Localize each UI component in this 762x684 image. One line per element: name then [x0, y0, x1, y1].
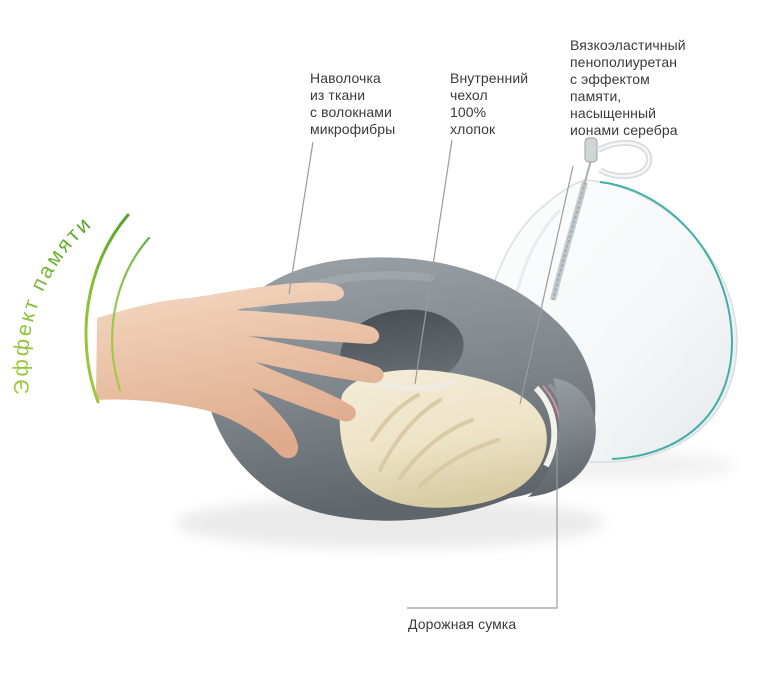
- zipper-pull: [584, 137, 598, 163]
- memory-effect-arcs: [84, 213, 151, 404]
- foam-hand-imprint: [370, 393, 500, 488]
- callout-line-pillowcase: [288, 141, 314, 295]
- callout-travel-bag-label: Дорожная сумка: [408, 616, 517, 632]
- callout-line-memory-foam: [519, 165, 574, 405]
- bag-loop-strap-highlight: [597, 141, 651, 178]
- callout-memory-foam-label: Вязкоэластичный пенополиуретан с эффекто…: [570, 37, 686, 138]
- zipper: [550, 137, 653, 301]
- callout-pillowcase-label: Наволочка из ткани с волокнами микрофибр…: [310, 70, 396, 137]
- memory-foam-graphic: [339, 369, 547, 508]
- callout-inner-cover-label: Внутренний чехол 100% хлопок: [450, 70, 529, 137]
- pillow-right-tip: [528, 378, 596, 497]
- hand-graphic: [96, 282, 384, 459]
- bag-teal-trim: [599, 181, 734, 460]
- cotton-liner-edge: [369, 377, 455, 392]
- foam-core: [339, 369, 547, 508]
- inner-cover-edge: [533, 385, 558, 468]
- callout-lines: [288, 139, 574, 609]
- zipper-pull-link: [584, 159, 592, 183]
- memory-effect-text: Эффект памяти: [10, 212, 97, 396]
- callout-line-inner-cover: [414, 139, 453, 385]
- zipper-teeth: [552, 181, 586, 301]
- pillow-shadow: [175, 497, 605, 549]
- callout-line-travel-bag: [407, 446, 558, 609]
- memory-effect-label: Эффект памяти: [10, 212, 95, 396]
